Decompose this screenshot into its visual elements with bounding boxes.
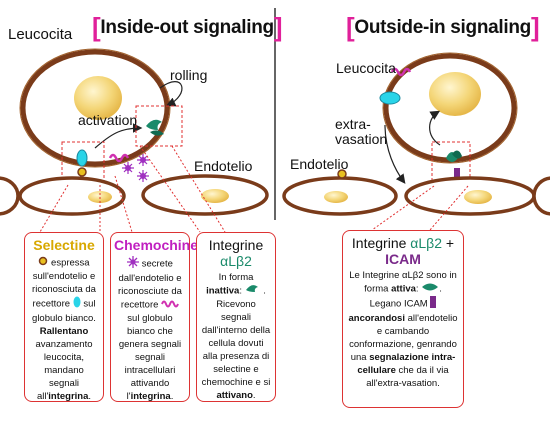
connector-chemochine <box>114 175 133 233</box>
integrine-right-title-4: ICAM <box>385 251 421 267</box>
integrin-active-right <box>446 150 462 162</box>
title-left-bracket-open: [ <box>92 12 101 42</box>
integrine-right-text-2: attiva <box>391 283 416 295</box>
nucleus-left <box>74 76 122 120</box>
integrine-right-text-3: : <box>415 283 419 295</box>
integrine-right-title-2: αLβ2 <box>410 235 442 251</box>
icam-icon <box>430 296 437 312</box>
chemochine-title: Chemochine <box>114 237 199 253</box>
label-rolling: rolling <box>170 67 208 83</box>
info-box-integrine-icam: Integrine αLβ2 + ICAM Le Integrine αLβ2 … <box>342 230 464 408</box>
selectine-text-3: Rallentano <box>39 326 89 337</box>
title-right-text: Outside-in signaling <box>354 17 531 38</box>
receptor-cyan-right <box>379 91 401 105</box>
nucleus-right <box>429 72 481 116</box>
integrine-left-text-4: . Ricevono segnali dall'interno della ce… <box>201 285 271 388</box>
connector-integrine-right <box>371 185 435 231</box>
chemochine-text-1: secrete dall'endotelio e riconosciute da… <box>118 258 182 311</box>
endothelium-right <box>282 176 550 216</box>
title-left-bracket-close: ] <box>273 12 283 42</box>
connector-integrine-left-2 <box>139 145 201 233</box>
label-leucocita-right: Leucocita <box>336 60 396 76</box>
integrine-right-text-7: all'endotelio e cambando conformazione, … <box>349 313 458 363</box>
integrine-right-title-1: Integrine <box>351 235 407 251</box>
integrine-left-text-6: . <box>252 390 256 401</box>
chemochine-text-4: . <box>170 391 174 402</box>
selectine-title: Selectine <box>33 237 95 253</box>
selectine-text-4: avanzamento leucocita, mandano segnali a… <box>35 339 93 402</box>
label-extravasation-2: vasation <box>335 131 388 147</box>
label-endotelio-left: Endotelio <box>194 158 253 174</box>
integrine-left-text-1: In forma <box>218 272 254 283</box>
label-extravasation-1: extra- <box>335 116 371 132</box>
selectine-text-5: integrina <box>48 391 89 402</box>
extravasation-arrow <box>384 124 406 184</box>
integrine-right-text-6: ancorandosi <box>348 313 405 324</box>
integrine-left-text-3: : <box>239 285 242 297</box>
integrin-inactive-icon <box>245 284 261 298</box>
integrine-left-text-5: attivano <box>216 390 253 401</box>
integrine-left-title: Integrine αLβ2 <box>200 237 272 269</box>
selectin-dot-left <box>77 167 87 177</box>
connector-integrine-right-2 <box>429 185 469 231</box>
integrine-right-text-1: Le Integrine αLβ2 sono in forma <box>349 270 457 295</box>
activation-arrow <box>94 123 143 149</box>
selectin-icon <box>38 256 48 270</box>
label-leucocita-left: Leucocita <box>8 26 73 43</box>
label-endotelio-right: Endotelio <box>290 156 349 172</box>
integrin-active-icon <box>421 282 439 296</box>
title-outside-in: [Outside-in signaling] <box>346 12 540 43</box>
chemokine-stars <box>122 154 149 182</box>
endothelium-left <box>0 174 269 216</box>
outside-in-arrow <box>429 110 441 146</box>
chemokine-star-icon <box>127 256 140 272</box>
title-right-bracket-open: [ <box>346 12 355 42</box>
integrine-left-title-1: Integrine <box>208 237 264 253</box>
info-box-chemochine: Chemochine secrete dall'endotelio e rico… <box>110 232 199 402</box>
highlight-integrin-area <box>135 105 183 147</box>
integrine-right-title-3: + <box>445 235 455 251</box>
chemochine-text-2: sul globulo bianco che genera segnali se… <box>118 313 182 402</box>
icam-bar <box>454 168 460 184</box>
selectine-text-6: . <box>88 391 92 402</box>
integrine-right-text-5: Legano ICAM <box>369 298 428 310</box>
connector-selectine <box>39 184 69 233</box>
integrin-inactive-left <box>146 119 164 136</box>
integrine-right-text-9: che da il via all'extra-vasation. <box>366 365 449 389</box>
selectine-text-1: espressa sull'endotelio e riconosciuta d… <box>32 257 96 310</box>
integrine-right-title: Integrine αLβ2 + ICAM <box>346 235 460 267</box>
integrine-left-title-2: αLβ2 <box>220 253 252 269</box>
integrine-left-text-2: inattiva <box>206 285 240 297</box>
integrine-right-text-4: . <box>439 283 442 295</box>
selectine-text-2: sul globulo bianco. <box>32 298 96 324</box>
label-activation: activation <box>78 112 138 128</box>
info-box-integrine-left: Integrine αLβ2 In forma inattiva: . Rice… <box>196 232 276 402</box>
leucocyte-left <box>19 48 171 168</box>
rolling-arrow <box>159 81 183 107</box>
receptor-cyan-left <box>76 149 88 167</box>
chemokine-receptor-icon <box>161 298 179 312</box>
connector-integrine-left <box>171 145 226 233</box>
receptor-cyan-icon <box>73 296 81 312</box>
selectin-dot-right <box>337 169 347 179</box>
title-left-text: Inside-out signaling <box>100 17 274 38</box>
chemochine-text-3: integrina <box>130 391 171 402</box>
title-inside-out: [Inside-out signaling] <box>92 12 282 43</box>
chemokine-receptor-right <box>390 67 412 77</box>
leucocyte-right <box>382 52 518 164</box>
chemokine-receptor-left <box>108 153 130 163</box>
info-box-selectine: Selectine espressa sull'endotelio e rico… <box>24 232 104 402</box>
integrine-right-text-8: segnalazione intra-cellulare <box>357 352 456 376</box>
title-right-bracket-close: ] <box>530 12 540 42</box>
